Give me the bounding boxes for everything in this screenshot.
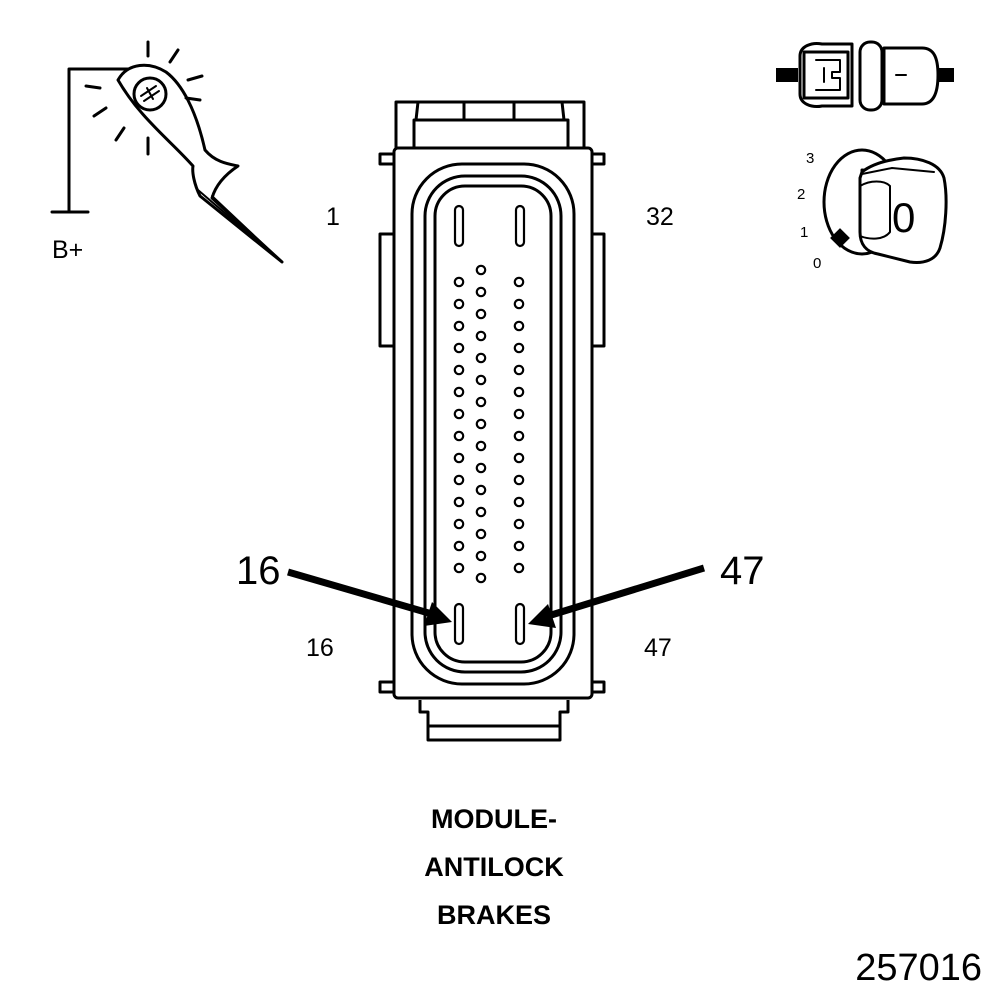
pin-cavity [513, 562, 525, 574]
pin-cavity [513, 452, 525, 464]
pin-cavity [475, 506, 487, 518]
pin-cavity [453, 452, 465, 464]
ignition-key-label: 0 [892, 194, 915, 241]
pin-cavity [453, 562, 465, 574]
pin-cavity [475, 308, 487, 320]
pin-cavity [513, 298, 525, 310]
pin-cavity [453, 430, 465, 442]
pin-cavity [513, 518, 525, 530]
callout-arrow-16 [287, 568, 452, 626]
pin-cavity [475, 352, 487, 364]
pin-cavity [453, 408, 465, 420]
pin-cavity [513, 342, 525, 354]
pin-cavity [475, 286, 487, 298]
pin-cavity [475, 374, 487, 386]
pin-cavity [475, 330, 487, 342]
pin-cavity [475, 440, 487, 452]
pin-cavity [475, 462, 487, 474]
pin-cavity [513, 540, 525, 552]
pin-cavity [475, 484, 487, 496]
pin-cavity [513, 430, 525, 442]
pin-label-47: 47 [644, 634, 672, 662]
pin-cavity [453, 320, 465, 332]
pin-cavity [475, 572, 487, 584]
pin-cavity [513, 276, 525, 288]
pin-cavity [453, 474, 465, 486]
pin-slot-top-left [453, 204, 465, 248]
pin-label-1: 1 [326, 203, 340, 231]
pin-cavity [475, 418, 487, 430]
test-probe-icon [50, 40, 284, 264]
pin-cavity [453, 342, 465, 354]
pin-cavity [513, 496, 525, 508]
ignition-switch-icon [822, 148, 948, 264]
connector-pins [453, 204, 526, 646]
title-line-1: MODULE- [431, 804, 557, 834]
connector-body [378, 100, 606, 742]
pin-slot-bottom-right [514, 602, 526, 646]
pin-cavity [453, 496, 465, 508]
pin-cavity [453, 518, 465, 530]
pin-cavity [513, 474, 525, 486]
pin-cavity [513, 386, 525, 398]
pin-cavity [513, 364, 525, 376]
pin-cavity [513, 320, 525, 332]
callout-arrow-47 [528, 564, 706, 628]
title-line-3: BRAKES [437, 900, 551, 930]
pin-cavity [513, 408, 525, 420]
callout-label-47: 47 [720, 549, 765, 593]
pin-cavity [475, 550, 487, 562]
figure-number: 257016 [855, 947, 982, 989]
ignition-position-2: 2 [797, 186, 805, 203]
ignition-position-0: 0 [813, 255, 821, 272]
pin-slot-top-right [514, 204, 526, 248]
pin-cavity [475, 528, 487, 540]
connector-pair-icon [776, 40, 954, 112]
battery-label: B+ [52, 236, 83, 264]
pin-cavity [453, 276, 465, 288]
title-line-2: ANTILOCK [424, 852, 564, 882]
pin-cavity [453, 298, 465, 310]
pin-cavity [453, 386, 465, 398]
ignition-position-3: 3 [806, 150, 814, 167]
pin-cavity [475, 396, 487, 408]
pin-label-32: 32 [646, 203, 674, 231]
ignition-position-1: 1 [800, 224, 808, 241]
pin-slot-bottom-left [453, 602, 465, 646]
callout-label-16: 16 [236, 549, 281, 593]
pin-cavity [453, 364, 465, 376]
pin-label-16: 16 [306, 634, 334, 662]
pin-cavity [475, 264, 487, 276]
pin-cavity [453, 540, 465, 552]
